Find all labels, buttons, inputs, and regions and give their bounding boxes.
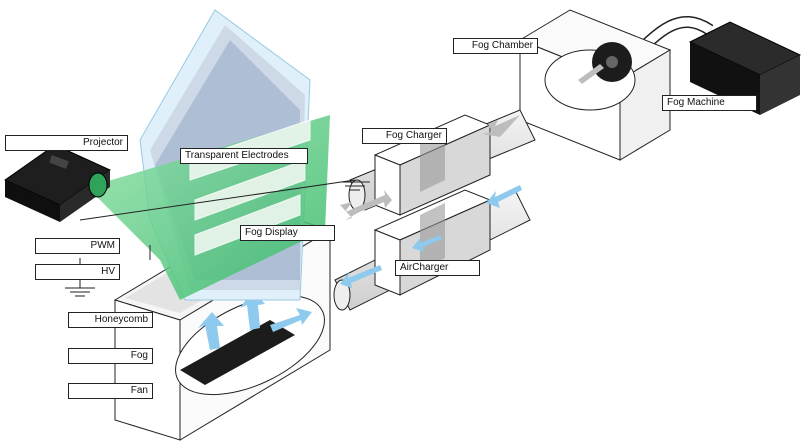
fog-flow-arrows <box>340 115 520 220</box>
projector-label: Projector <box>5 135 128 151</box>
ground-icon <box>340 181 370 191</box>
fog-charger-label: Fog Charger <box>362 128 447 144</box>
fog-label: Fog <box>68 348 153 364</box>
air-charger-unit <box>373 189 492 296</box>
pwm-label: PWM <box>35 238 120 254</box>
fan-label: Fan <box>68 383 153 399</box>
hv-label: HV <box>35 264 120 280</box>
fog-chamber-box <box>518 9 672 161</box>
ground-icon <box>65 287 95 297</box>
fog-chamber-label: Fog Chamber <box>453 38 538 54</box>
honeycomb-label: Honeycomb <box>68 312 153 328</box>
fog-display-label: Fog Display <box>240 225 335 241</box>
air-charger-label: AirCharger <box>395 260 480 276</box>
fan-icon <box>592 42 632 82</box>
air-flow-arrows <box>340 185 522 288</box>
transparent-electrodes-label: Transparent Electrodes <box>180 148 308 164</box>
fog-machine-label: Fog Machine <box>662 95 757 111</box>
fan-icon <box>180 320 295 385</box>
projector-icon <box>3 144 112 222</box>
